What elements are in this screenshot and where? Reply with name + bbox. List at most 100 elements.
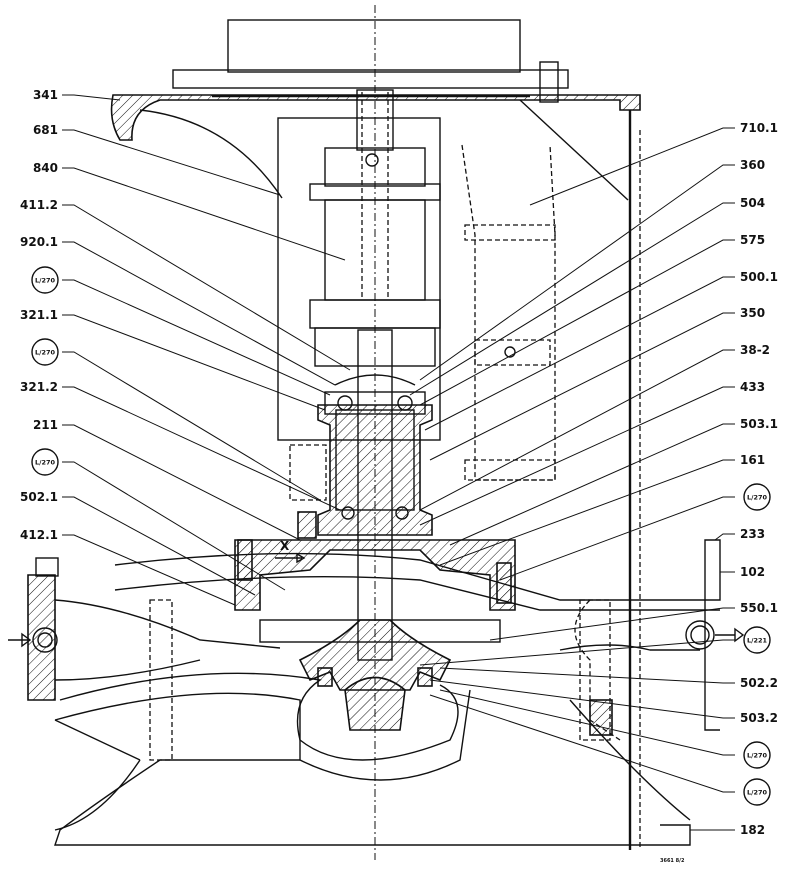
leader-line xyxy=(439,459,735,566)
lubrication-symbol-icon xyxy=(743,483,771,511)
part-number: 433 xyxy=(740,380,765,394)
part-number: 211 xyxy=(33,418,58,432)
leader-line xyxy=(62,204,351,371)
part-number: 360 xyxy=(740,158,765,172)
part-number: 503.2 xyxy=(740,711,778,725)
leader-line xyxy=(62,424,301,541)
part-number: 341 xyxy=(33,88,58,102)
part-label: L/221 xyxy=(419,626,771,666)
leader-line xyxy=(419,239,735,406)
part-number: 102 xyxy=(740,565,765,579)
part-number: 500.1 xyxy=(740,270,778,284)
part-label: L/270 xyxy=(429,694,771,806)
part-label: 341 xyxy=(33,88,121,102)
part-label: 502.2 xyxy=(439,667,778,690)
leader-line xyxy=(62,386,341,511)
leader-line xyxy=(62,94,121,101)
part-label: 412.1 xyxy=(20,528,236,606)
part-number: 350 xyxy=(740,306,765,320)
leader-line xyxy=(429,312,735,461)
part-number: 503.1 xyxy=(740,417,778,431)
lubrication-symbol-text: L/270 xyxy=(35,349,56,357)
lubrication-symbol-text: L/270 xyxy=(747,494,768,502)
part-label: 360 xyxy=(419,158,765,381)
drawing-number: 3661 8/2 xyxy=(660,858,685,864)
leader-line xyxy=(429,679,735,719)
part-number: 411.2 xyxy=(20,198,58,212)
motor-flange xyxy=(172,19,569,98)
part-number: 681 xyxy=(33,123,58,137)
part-label: L/270 xyxy=(439,689,771,769)
leader-line xyxy=(429,694,735,793)
bracket-341 xyxy=(110,61,641,850)
lubrication-symbol-icon xyxy=(743,741,771,769)
lubrication-symbol-text: L/270 xyxy=(35,459,56,467)
lubrication-symbol-icon xyxy=(743,626,771,654)
base-leg xyxy=(569,699,691,821)
leader-line xyxy=(439,689,735,756)
part-number: 504 xyxy=(740,196,765,210)
part-label: 500.1 xyxy=(424,270,778,431)
part-label: 211 xyxy=(33,418,301,541)
lubrication-symbol-text: L/270 xyxy=(35,277,56,285)
leader-line xyxy=(419,639,735,666)
part-label: 504 xyxy=(409,196,765,396)
bolt xyxy=(297,511,317,539)
leader-line xyxy=(62,167,346,261)
part-label: 550.1 xyxy=(489,601,778,641)
leader-line xyxy=(62,314,326,411)
impeller xyxy=(298,619,452,731)
leader-line xyxy=(62,496,256,596)
leader-line xyxy=(62,351,321,501)
part-number: 502.1 xyxy=(20,490,58,504)
part-label: 503.1 xyxy=(449,417,778,546)
part-number: 38-2 xyxy=(740,343,770,357)
part-label: 681 xyxy=(33,123,281,196)
lubrication-symbol-icon xyxy=(31,338,59,366)
part-label: 710.1 xyxy=(529,121,778,206)
part-label: 161 xyxy=(439,453,765,566)
leader-line xyxy=(439,667,735,684)
leader-line xyxy=(714,533,735,541)
part-label: 840 xyxy=(33,161,346,261)
part-label: 433 xyxy=(419,380,765,526)
coupling-840 xyxy=(309,89,441,367)
suction-flange xyxy=(8,557,281,761)
part-label: L/270 xyxy=(31,448,286,591)
leader-line xyxy=(62,129,281,196)
part-label: L/270 xyxy=(31,338,321,501)
part-number: 321.1 xyxy=(20,308,58,322)
part-labels: 341681840411.2920.1L/270321.1L/270321.22… xyxy=(20,88,778,837)
leader-line xyxy=(409,202,735,396)
lubrication-symbol-icon xyxy=(31,266,59,294)
view-marker-x: X xyxy=(280,539,290,553)
leader-line xyxy=(419,349,735,511)
leader-line xyxy=(62,279,331,396)
lubrication-symbol-icon xyxy=(743,778,771,806)
lubrication-symbol-icon xyxy=(31,448,59,476)
part-label: 102 xyxy=(720,565,765,579)
part-label: L/270 xyxy=(499,483,771,581)
part-number: 840 xyxy=(33,161,58,175)
part-label: L/270 xyxy=(31,266,331,396)
leader-line xyxy=(449,423,735,546)
volute-casing xyxy=(54,539,745,846)
part-label: 502.1 xyxy=(20,490,256,596)
lubrication-symbol-text: L/270 xyxy=(747,752,768,760)
lubrication-symbol-text: L/221 xyxy=(747,637,768,645)
part-number: 920.1 xyxy=(20,235,58,249)
part-label: 321.1 xyxy=(20,308,326,411)
part-number: 182 xyxy=(740,823,765,837)
leader-line xyxy=(424,276,735,431)
part-label: 575 xyxy=(419,233,765,406)
leader-line xyxy=(419,386,735,526)
part-number: 412.1 xyxy=(20,528,58,542)
leader-line xyxy=(419,164,735,381)
part-label: 920.1 xyxy=(20,235,336,386)
part-number: 321.2 xyxy=(20,380,58,394)
leader-line xyxy=(62,461,286,591)
part-label: 233 xyxy=(714,527,765,541)
leader-line xyxy=(529,127,735,206)
